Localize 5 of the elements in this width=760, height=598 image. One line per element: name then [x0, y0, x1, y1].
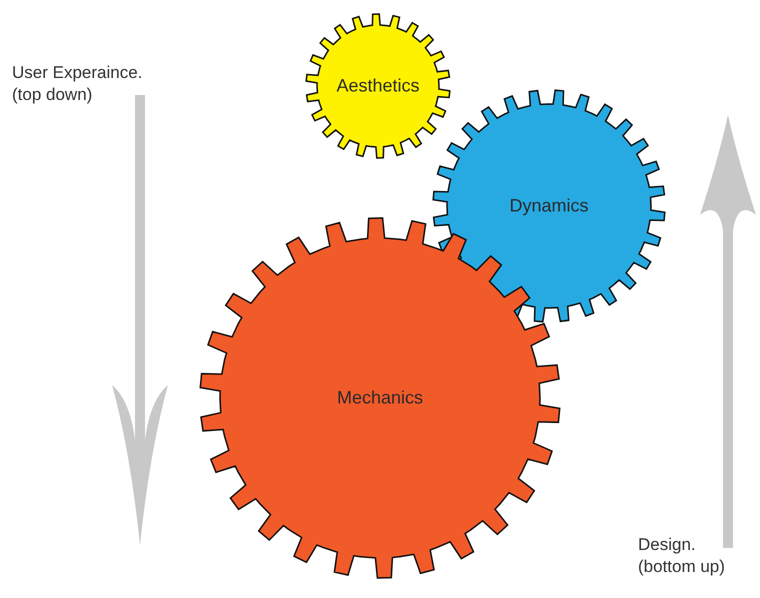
gear-label: Aesthetics: [336, 76, 420, 96]
direction-note: User Experaince. (top down): [12, 62, 144, 106]
gear-label: Dynamics: [510, 196, 588, 216]
gear-label: Mechanics: [336, 388, 424, 408]
direction-note: Design. (bottom up): [638, 534, 726, 578]
